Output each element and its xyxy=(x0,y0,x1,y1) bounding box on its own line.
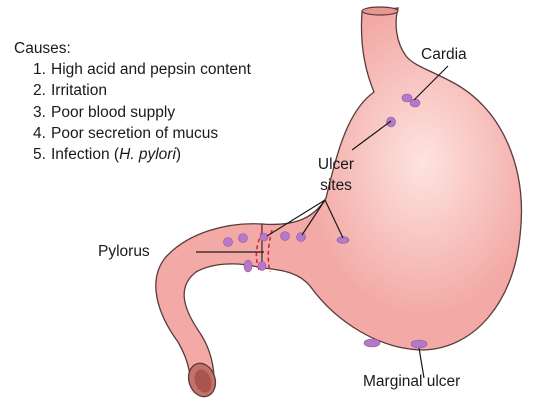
causes-list: Causes: 1.High acid and pepsin content 2… xyxy=(14,38,251,165)
cause-item: 2.Irritation xyxy=(14,80,251,101)
ulcer-sites-line2: sites xyxy=(306,175,366,196)
ulcer-sites-label: Ulcer sites xyxy=(306,154,366,196)
ulcer-spot xyxy=(224,238,233,247)
ulcer-sites-line1: Ulcer xyxy=(306,154,366,175)
ulcer-spot xyxy=(281,232,290,241)
ulcer-spot xyxy=(239,234,248,243)
ulcer-spot xyxy=(297,233,306,242)
cardia-label: Cardia xyxy=(421,46,467,64)
ulcer-spot xyxy=(410,99,420,107)
ulcer-spot xyxy=(364,339,380,347)
ulcer-spot xyxy=(260,233,268,241)
ulcer-spot xyxy=(244,260,252,272)
ulcer-spot xyxy=(387,117,396,127)
cause-item: 5.Infection (H. pylori) xyxy=(14,144,251,165)
stomach-body xyxy=(262,8,521,350)
cause-item: 4.Poor secretion of mucus xyxy=(14,123,251,144)
marginal-ulcer-label: Marginal ulcer xyxy=(363,373,460,391)
cause-item: 1.High acid and pepsin content xyxy=(14,59,251,80)
causes-title: Causes: xyxy=(14,38,251,59)
duodenum xyxy=(156,224,262,380)
esophagus-opening xyxy=(362,7,398,15)
ulcer-spot xyxy=(258,262,266,271)
causes-items: 1.High acid and pepsin content 2.Irritat… xyxy=(14,59,251,165)
cause-item: 3.Poor blood supply xyxy=(14,102,251,123)
pylorus-label: Pylorus xyxy=(98,243,150,261)
ulcer-spot xyxy=(411,340,427,348)
